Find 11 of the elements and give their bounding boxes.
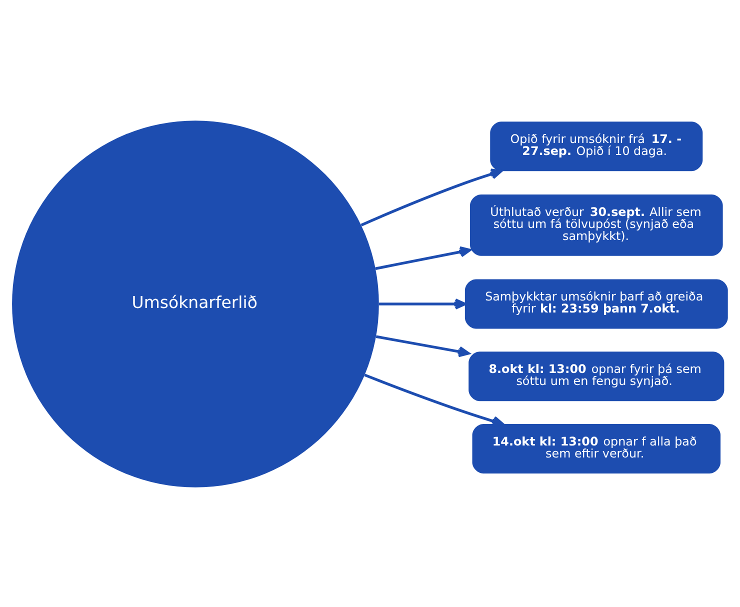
node-box: 8.okt kl: 13:00 opnar fyrir þá sem sóttu um en fengu synjað. — [468, 351, 724, 401]
arrow — [379, 298, 466, 309]
arrow — [360, 168, 502, 226]
node-box: Úthlutað verður 30.sept. Allir sem sóttu um fá tölvupóst (synjað eða samþykkt). — [470, 194, 723, 256]
node-box: 14.okt kl: 13:00 opnar f alla það sem eftir verður. — [472, 424, 721, 473]
node-circle: Umsóknarferlið — [12, 120, 379, 487]
node-box: Samþykktar umsóknir þarf að greiða fyrir kl: 23:59 þann 7.okt. — [464, 278, 728, 328]
arrow — [364, 373, 504, 426]
node-box: Opið fyrir umsóknir frá 17. - 27.sep. Opið í 10 daga. — [490, 121, 703, 171]
arrow — [376, 334, 470, 357]
arrow — [375, 246, 472, 270]
